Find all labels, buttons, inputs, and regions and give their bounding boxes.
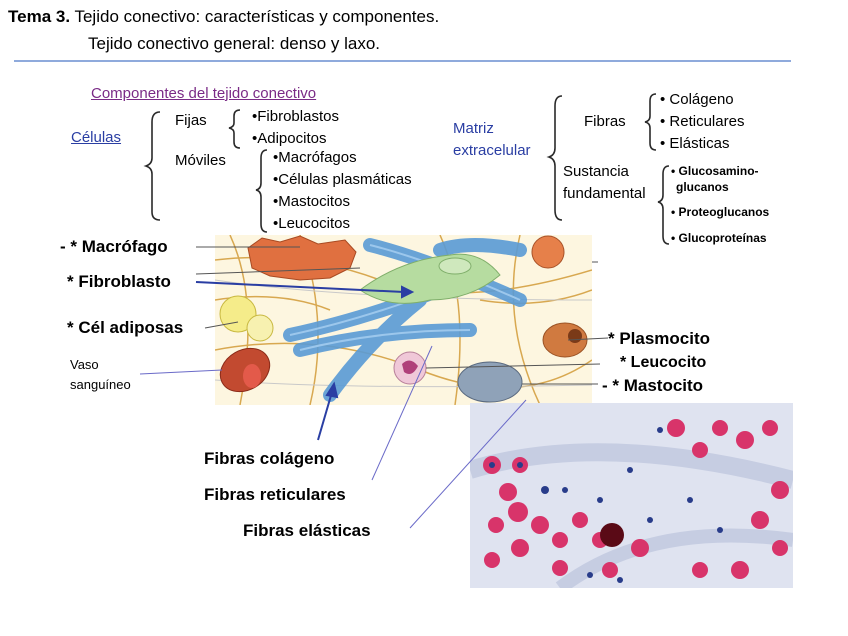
label-macrophage: - * Macrófago xyxy=(60,237,168,256)
label-arrows xyxy=(195,281,415,441)
mobile-item: •Mastocitos xyxy=(273,193,350,210)
mobile-label: Móviles xyxy=(175,152,226,169)
fixed-label: Fijas xyxy=(175,112,207,129)
fiber-item: • Elásticas xyxy=(660,135,730,152)
ground-item: • Proteoglucanos xyxy=(671,205,770,219)
ground-item: • Glucoproteínas xyxy=(671,231,767,245)
adipocyte-cell xyxy=(246,314,274,342)
label-reticular-fibers: Fibras reticulares xyxy=(204,485,346,504)
mobile-item: •Células plasmáticas xyxy=(273,171,412,188)
fibers-label: Fibras xyxy=(584,113,626,130)
fixed-brace xyxy=(228,109,241,149)
label-fibroblast: * Fibroblasto xyxy=(67,272,171,291)
header-rule xyxy=(14,60,791,62)
mast-cell xyxy=(457,361,523,403)
label-leukocyte: * Leucocito xyxy=(620,354,707,371)
fixed-item: •Adipocitos xyxy=(252,130,327,147)
ground-item: glucanos xyxy=(676,180,729,194)
fibers-brace xyxy=(644,93,657,151)
slide-subtitle: Tejido conectivo general: denso y laxo. xyxy=(88,34,381,53)
label-blood-vessel: Vaso xyxy=(70,357,99,372)
plasma-cell-nucleus xyxy=(568,329,582,343)
matrix-brace xyxy=(546,95,563,221)
blood-vessel-lumen xyxy=(243,364,261,388)
label-adipose-cells: * Cél adiposas xyxy=(67,318,184,337)
slide-title-bold: Tema 3. xyxy=(8,7,71,26)
fiber-item: • Reticulares xyxy=(660,113,745,130)
ground-brace xyxy=(657,165,670,245)
ground-label: fundamental xyxy=(563,185,646,202)
cells-label: Células xyxy=(71,129,122,146)
adipocyte-cell xyxy=(219,295,257,333)
components-title: Componentes del tejido conectivo xyxy=(91,85,317,102)
label-elastic-fibers: Fibras elásticas xyxy=(243,521,371,540)
label-blood-vessel: sanguíneo xyxy=(70,377,131,392)
ground-label: Sustancia xyxy=(563,163,629,180)
cells-brace xyxy=(143,111,161,221)
mobile-item: •Leucocitos xyxy=(273,215,350,232)
label-mast-cell: - * Mastocito xyxy=(602,376,704,395)
leukocyte-nucleus xyxy=(402,360,418,374)
matrix-label: Matriz xyxy=(453,120,494,137)
macrophage-cell xyxy=(247,235,357,281)
slide-title: Tema 3. Tejido conectivo: característica… xyxy=(8,7,439,27)
fiber-item: • Colágeno xyxy=(660,91,734,108)
fixed-item: •Fibroblastos xyxy=(252,108,339,125)
label-plasmocyte: * Plasmocito xyxy=(608,329,711,348)
mobile-brace xyxy=(255,149,268,233)
granulocyte-cell xyxy=(531,235,565,269)
histology-cells xyxy=(470,419,793,588)
thin-arrows xyxy=(139,345,527,529)
label-collagen-fibers: Fibras colágeno xyxy=(204,449,335,468)
fibroblast-nucleus xyxy=(438,257,472,275)
slide-title-rest: Tejido conectivo: características y comp… xyxy=(70,7,440,26)
histology-micrograph xyxy=(470,403,793,588)
mobile-item: •Macrófagos xyxy=(273,149,357,166)
ground-item: • Glucosamino- xyxy=(671,164,759,178)
pointer-lines xyxy=(195,246,609,385)
matrix-label: extracelular xyxy=(453,142,531,159)
